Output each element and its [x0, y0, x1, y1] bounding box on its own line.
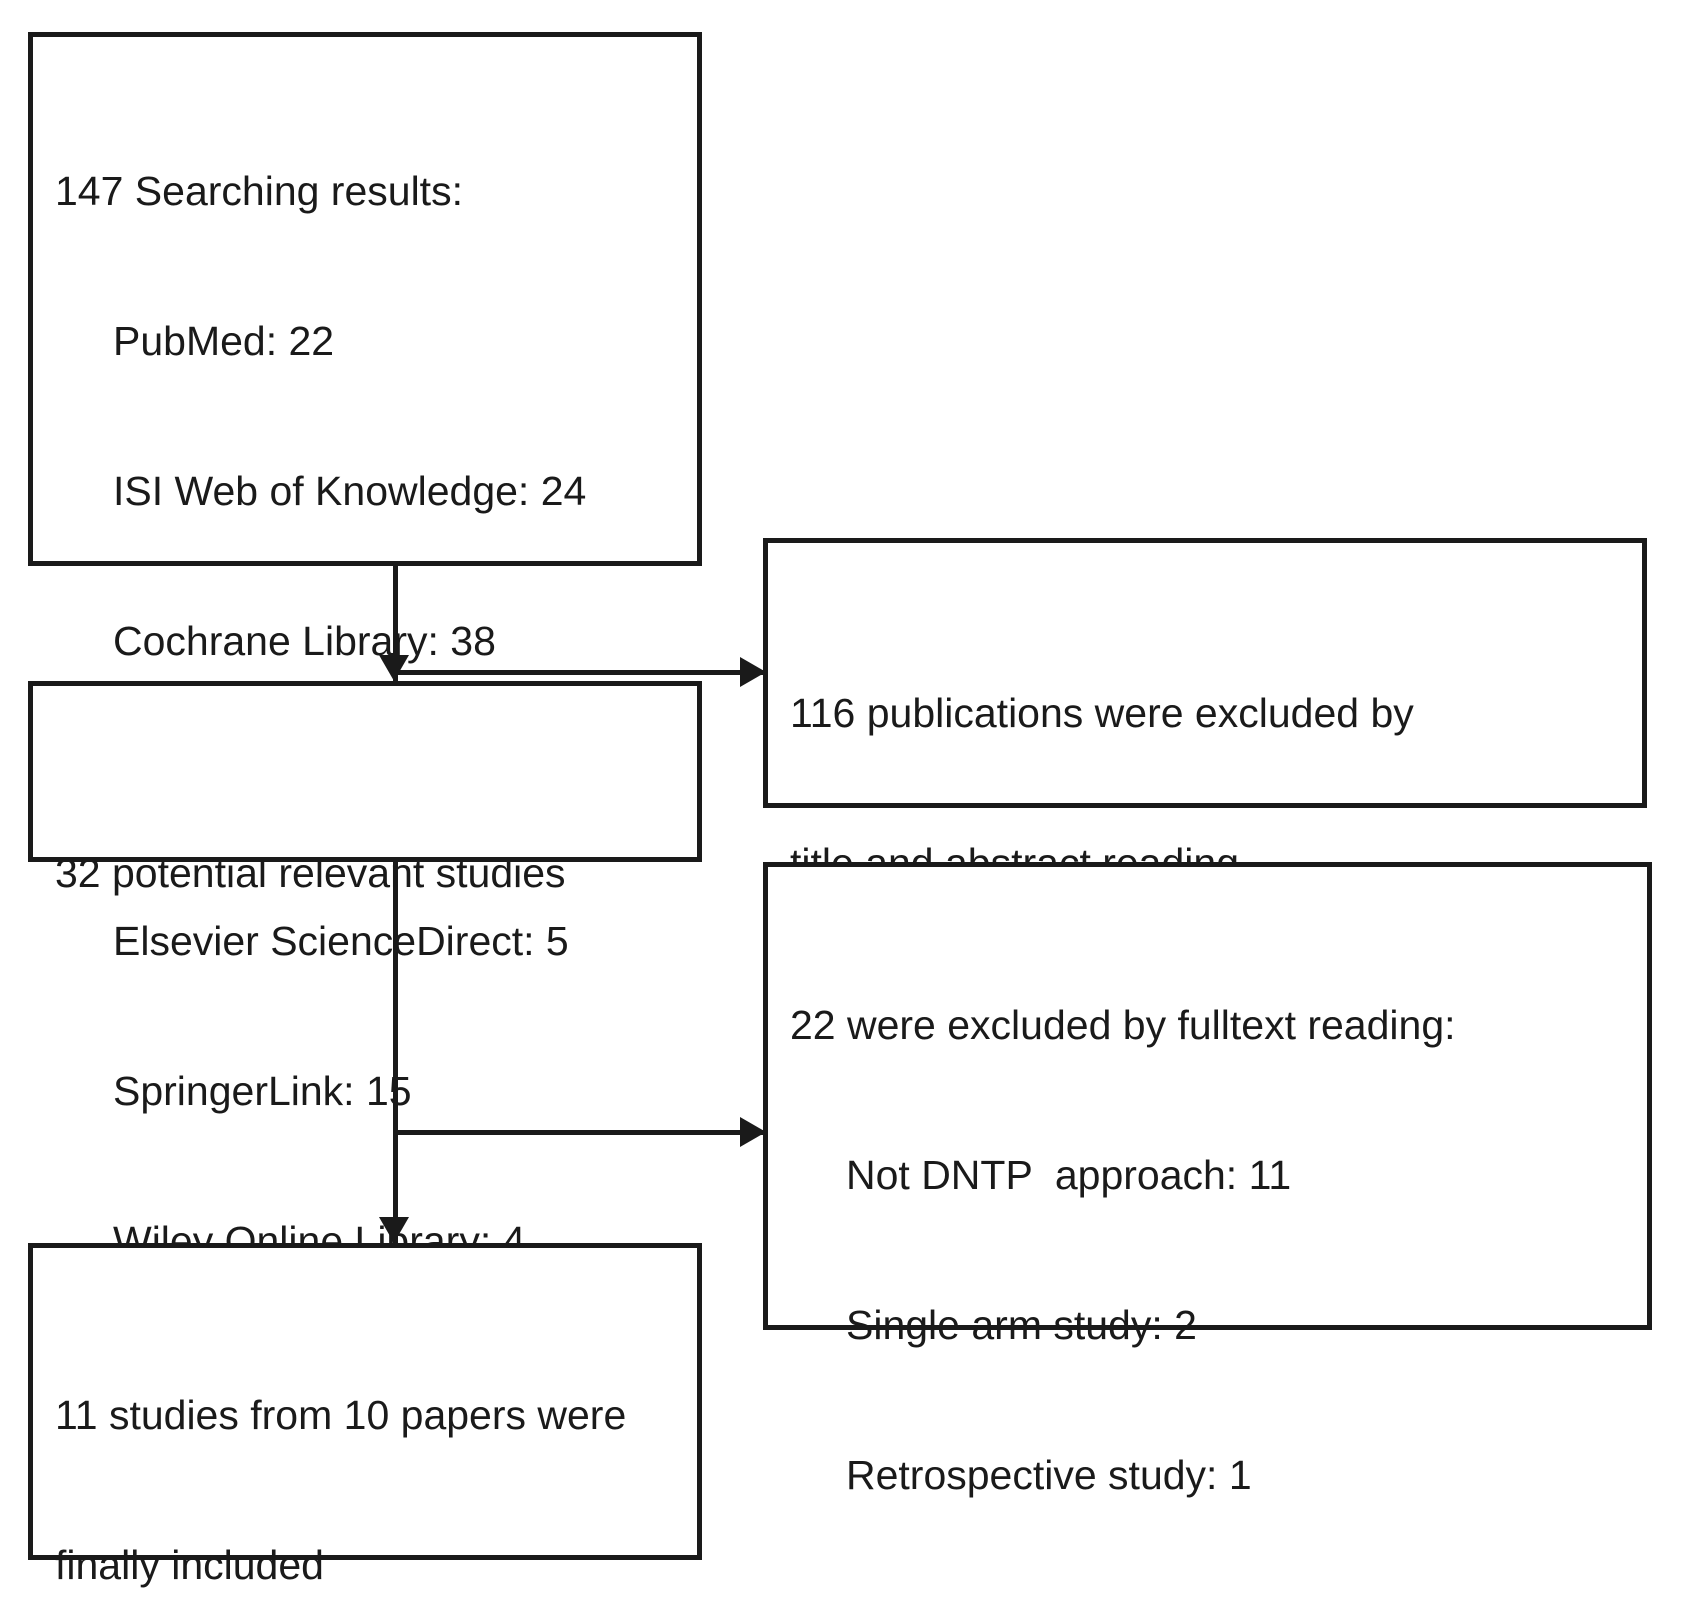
source-line-pubmed: PubMed: 22 [113, 318, 335, 364]
source-line-springerlink: SpringerLink: 15 [113, 1068, 412, 1114]
connector-potential-to-included-vertical [393, 862, 398, 1243]
reason-line-single-arm-study: Single arm study: 2 [846, 1302, 1197, 1348]
arrow-potential-to-excluded-fulltext [740, 1117, 766, 1147]
source-line-isi-web-of-knowledge: ISI Web of Knowledge: 24 [113, 468, 587, 514]
source-line-elsevier-sciencedirect: Elsevier ScienceDirect: 5 [113, 918, 569, 964]
excluded-title-abstract-line1: 116 publications were excluded by [790, 690, 1414, 736]
included-line1: 11 studies from 10 papers were [55, 1392, 627, 1438]
reason-line-not-dntp-approach: Not DNTP approach: 11 [846, 1152, 1292, 1198]
search-results-box [28, 32, 702, 566]
source-line-cochrane-library: Cochrane Library: 38 [113, 618, 496, 664]
potential-relevant-line1: 32 potential relevant studies [55, 850, 566, 896]
excluded-title-abstract-box [763, 538, 1647, 808]
included-box [28, 1243, 702, 1560]
arrow-search-to-potential [379, 655, 409, 681]
excluded-fulltext-heading: 22 were excluded by fulltext reading: [790, 1002, 1456, 1048]
arrow-potential-to-included [379, 1217, 409, 1243]
potential-relevant-text: 32 potential relevant studies [55, 748, 695, 998]
connector-potential-to-excluded-fulltext-horizontal [393, 1130, 763, 1135]
connector-search-to-excluded-title-horizontal [393, 670, 763, 675]
reason-line-prospective-observational-study: Prospective observational study: 1 [790, 1600, 1650, 1609]
excluded-fulltext-box [763, 862, 1652, 1330]
potential-relevant-box [28, 681, 702, 862]
excluded-fulltext-text: 22 were excluded by fulltext reading: No… [790, 900, 1650, 1609]
included-text: 11 studies from 10 papers were finally i… [55, 1290, 695, 1609]
reason-line-retrospective-study: Retrospective study: 1 [846, 1452, 1252, 1498]
arrow-search-to-excluded-title [740, 657, 766, 687]
connector-search-to-potential-vertical [393, 566, 398, 681]
search-results-heading: 147 Searching results: [55, 168, 463, 214]
included-line2: finally included [55, 1542, 324, 1588]
